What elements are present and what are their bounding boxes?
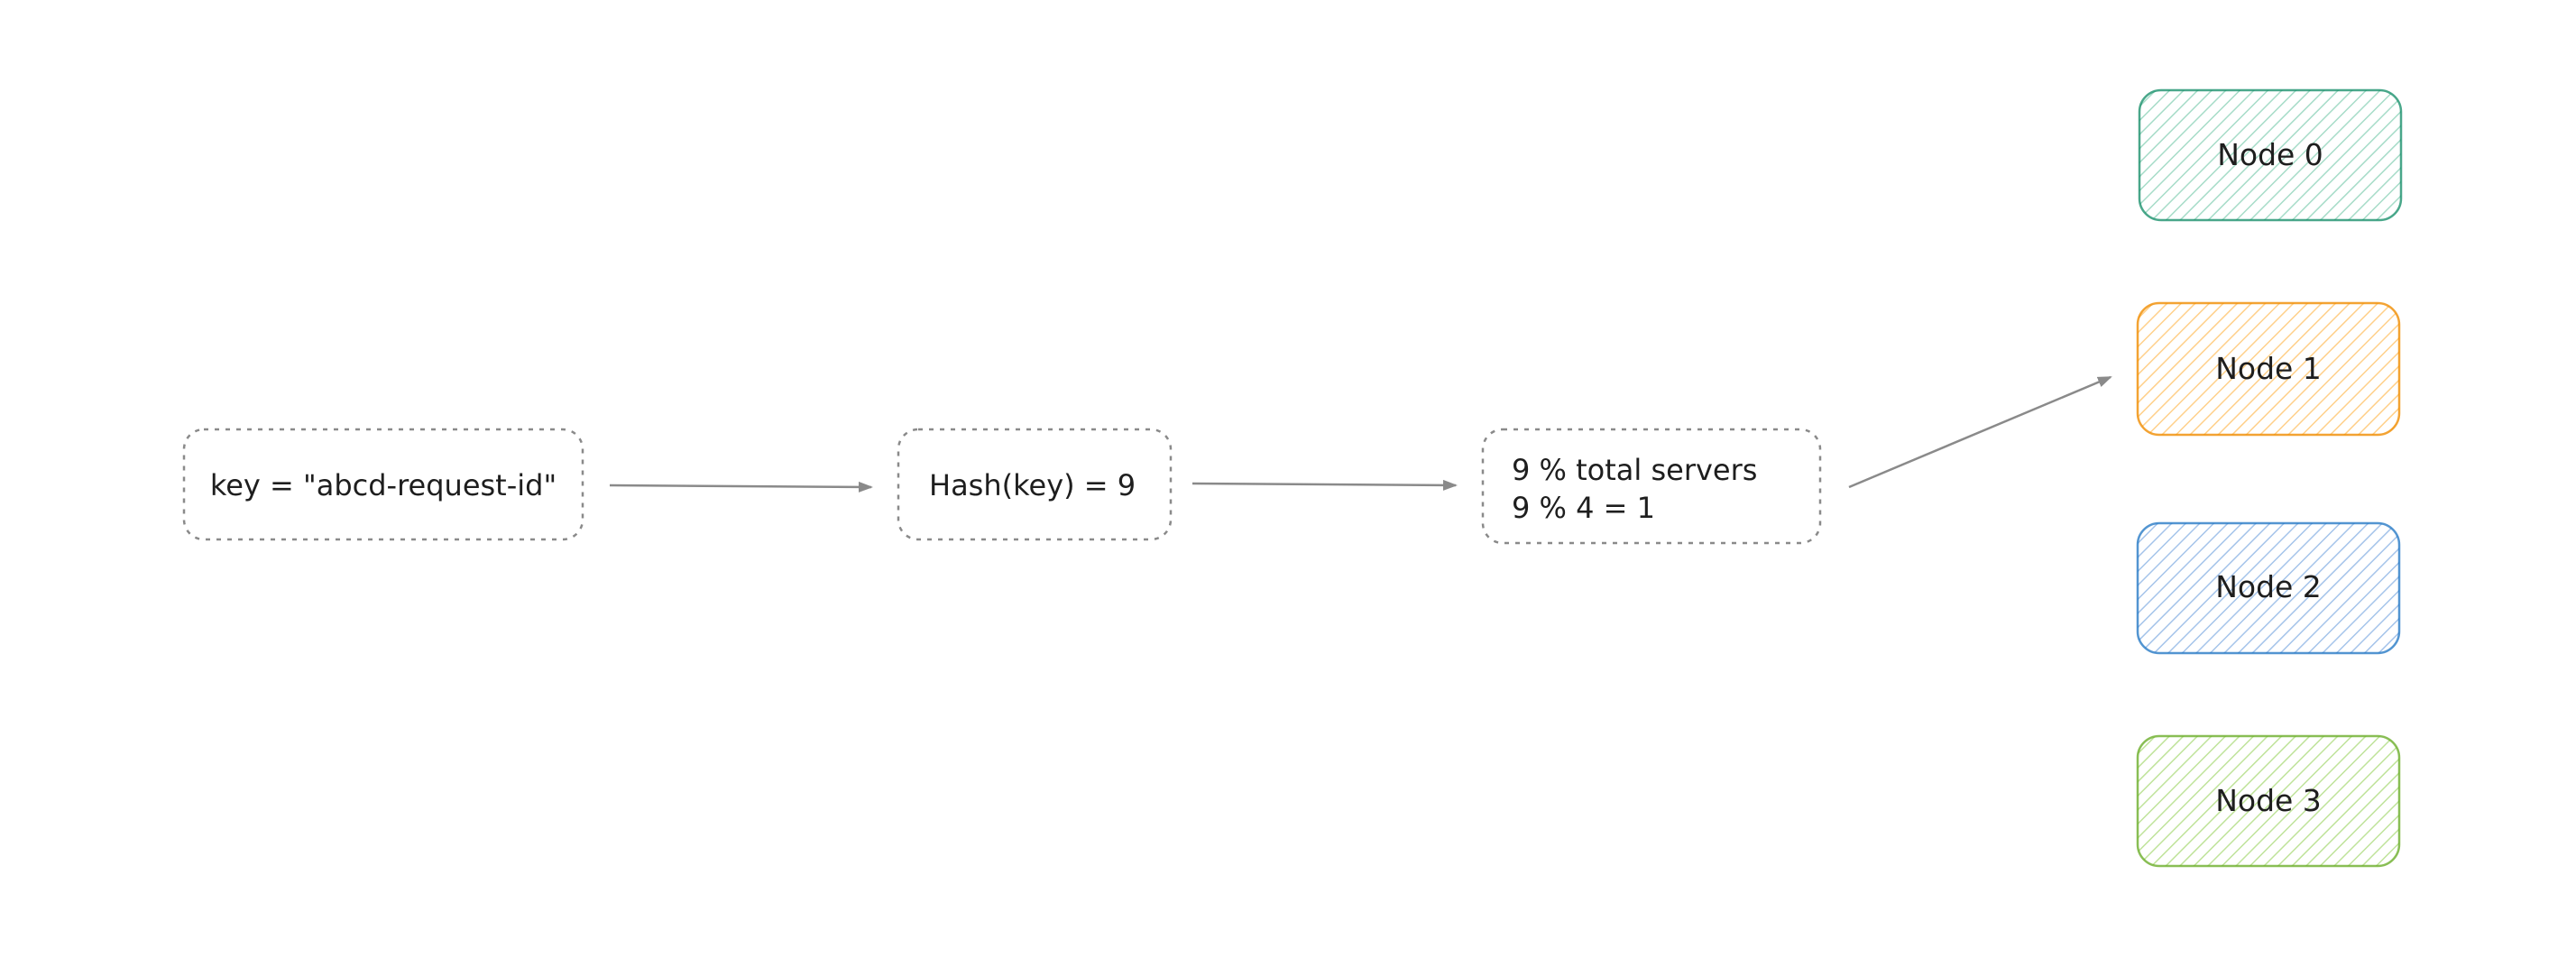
modulo-step-line1: 9 % total servers [1512, 453, 1757, 487]
modulo-step-line2: 9 % 4 = 1 [1512, 491, 1655, 525]
arrow-hash-to-modulo [1191, 479, 1458, 491]
node-3: Node 3 [2136, 734, 2401, 868]
node-0-box [2138, 88, 2403, 222]
node-0-label: Node 0 [2217, 137, 2323, 172]
node-2-box [2136, 521, 2401, 655]
node-3-label: Node 3 [2215, 783, 2322, 818]
key-step-label: key = "abcd-request-id" [210, 468, 557, 502]
key-step: key = "abcd-request-id" [182, 428, 584, 541]
arrow-key-to-hash [609, 481, 873, 493]
node-3-box [2136, 734, 2401, 868]
hash-step: Hash(key) = 9 [897, 428, 1173, 541]
node-2: Node 2 [2136, 521, 2401, 655]
node-2-label: Node 2 [2215, 569, 2322, 604]
arrow-modulo-to-node-1 [1848, 375, 2112, 489]
hash-step-label: Hash(key) = 9 [929, 468, 1136, 502]
key-step-box [182, 428, 584, 541]
node-0: Node 0 [2138, 88, 2403, 222]
node-1: Node 1 [2136, 301, 2401, 437]
node-1-box [2136, 301, 2401, 437]
modulo-step: 9 % total servers 9 % 4 = 1 [1481, 428, 1822, 545]
node-1-label: Node 1 [2215, 351, 2322, 386]
hash-step-box [897, 428, 1173, 541]
